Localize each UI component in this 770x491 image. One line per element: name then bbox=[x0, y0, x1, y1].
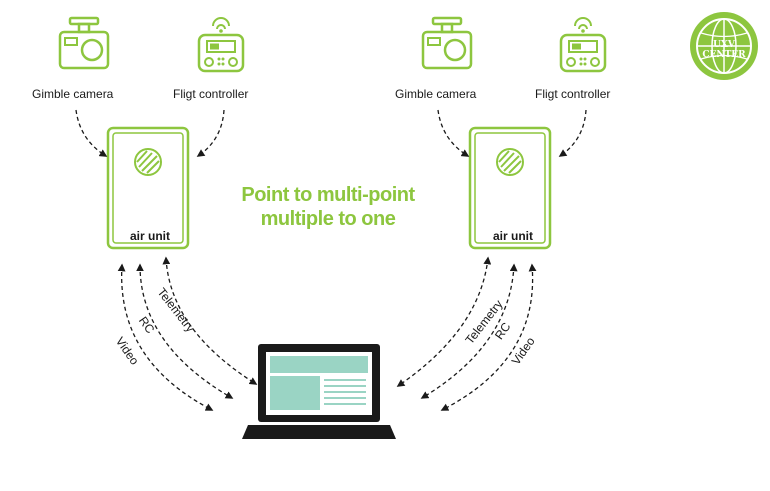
dashed-arrow bbox=[558, 109, 587, 157]
flight-controller-icon bbox=[559, 16, 607, 73]
telemetry-link-arrow bbox=[162, 256, 258, 385]
gimbal-camera-icon bbox=[58, 16, 110, 70]
flight-controller-icon bbox=[197, 16, 245, 73]
laptop-icon bbox=[242, 344, 396, 439]
diagram-subtitle: multiple to one bbox=[260, 208, 396, 230]
dashed-arrow bbox=[437, 109, 470, 157]
controller-label: Fligt controller bbox=[173, 87, 249, 101]
dashed-arrow bbox=[75, 109, 108, 157]
controller-label: Fligt controller bbox=[535, 87, 611, 101]
air-unit-label: air unit bbox=[130, 229, 171, 243]
dashed-arrow bbox=[196, 109, 225, 157]
globe-logo-icon bbox=[688, 7, 760, 85]
camera-label: Gimble camera bbox=[395, 87, 477, 101]
gimbal-camera-icon bbox=[421, 16, 473, 70]
logo-text: UXV CENTER bbox=[702, 40, 746, 60]
diagram-title: Point to multi-point bbox=[241, 184, 415, 206]
camera-label: Gimble camera bbox=[32, 87, 114, 101]
air-unit-label: air unit bbox=[493, 229, 534, 243]
video-link-arrow bbox=[440, 263, 537, 411]
